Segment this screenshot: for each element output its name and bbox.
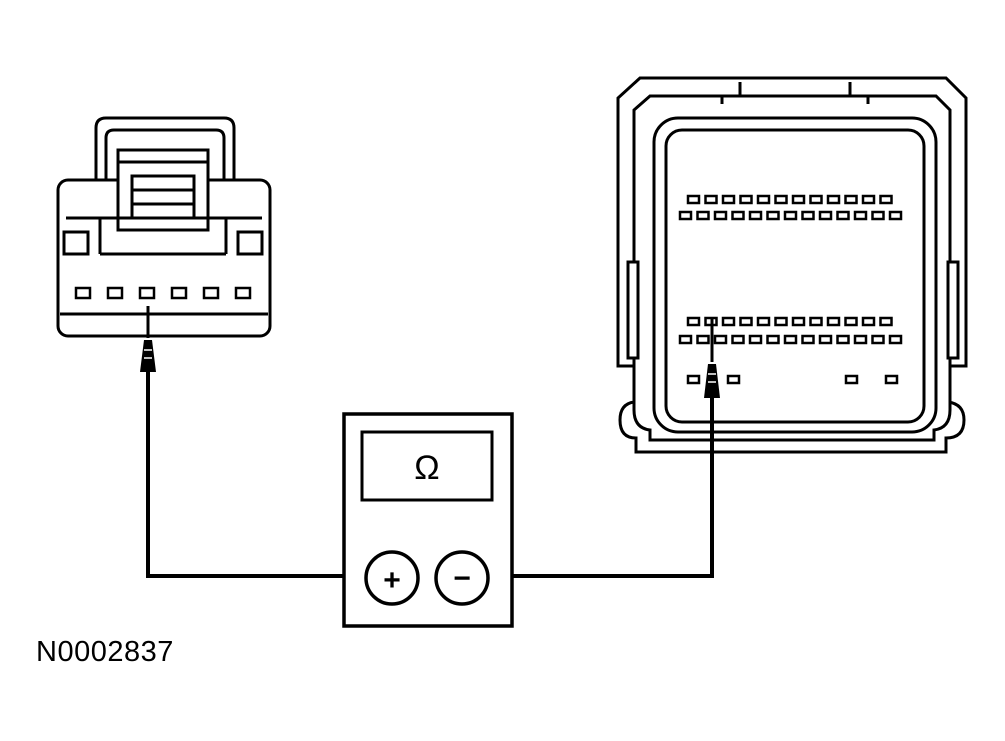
pin-row-2 <box>766 210 780 221</box>
left-connector <box>56 116 272 338</box>
figure-id: N0002837 <box>36 636 174 668</box>
pin-row-4 <box>766 334 780 345</box>
pin-row-1 <box>774 194 788 205</box>
pin-row-4 <box>836 334 850 345</box>
right-connector-pins <box>678 194 903 385</box>
pin-row-4 <box>678 334 693 345</box>
pin-row-5 <box>686 374 701 385</box>
pin-row-3 <box>879 316 893 327</box>
pin-row-2 <box>713 210 728 221</box>
pin-row-1 <box>704 194 718 205</box>
pin-row-2 <box>871 210 885 221</box>
pin-row-2 <box>748 210 763 221</box>
pin-row-3 <box>861 316 876 327</box>
pin-row-2 <box>888 210 903 221</box>
test-probe-icon <box>704 364 720 398</box>
pin-row-4 <box>748 334 763 345</box>
left-connector-pins <box>74 286 252 300</box>
pin-row-2 <box>731 210 745 221</box>
pin-row-4 <box>731 334 745 345</box>
test-leads <box>146 306 714 578</box>
pin-row-1 <box>809 194 823 205</box>
pin-row-3 <box>739 316 753 327</box>
pin-row-5 <box>844 374 859 385</box>
pin-row-4 <box>853 334 868 345</box>
pin-1 <box>74 286 92 300</box>
pin-row-3 <box>809 316 823 327</box>
pin-row-1 <box>826 194 841 205</box>
positive-terminal-label: + <box>383 564 401 597</box>
pin-3 <box>138 286 156 300</box>
pin-row-1 <box>879 194 893 205</box>
pin-row-4 <box>696 334 710 345</box>
pin-row-2 <box>678 210 693 221</box>
negative-terminal <box>434 550 490 606</box>
pin-row-3 <box>791 316 806 327</box>
pin-row-2 <box>853 210 868 221</box>
pin-5 <box>202 286 220 300</box>
positive-terminal <box>364 550 420 606</box>
pin-row-3 <box>756 316 771 327</box>
test-probe-icon <box>140 340 156 372</box>
pin-4 <box>170 286 188 300</box>
right-connector <box>616 76 968 454</box>
pin-row-2 <box>818 210 833 221</box>
pin-row-4 <box>713 334 728 345</box>
ohmmeter: Ω + − <box>342 412 514 628</box>
pin-row-1 <box>844 194 858 205</box>
pin-6 <box>234 286 252 300</box>
pin-row-2 <box>783 210 798 221</box>
meter-display-symbol: Ω <box>414 449 439 487</box>
pin-row-1 <box>861 194 876 205</box>
positive-lead <box>146 372 366 578</box>
pin-row-4 <box>818 334 833 345</box>
pin-row-3 <box>826 316 841 327</box>
pin-row-3 <box>686 316 701 327</box>
pin-row-3 <box>844 316 858 327</box>
pin-row-1 <box>756 194 771 205</box>
pin-row-1 <box>791 194 806 205</box>
pin-row-3 <box>721 316 736 327</box>
pin-2 <box>106 286 124 300</box>
pin-row-2 <box>801 210 815 221</box>
pin-row-5 <box>726 374 741 385</box>
pin-row-1 <box>721 194 736 205</box>
meter-display <box>360 430 494 502</box>
pin-row-5 <box>884 374 899 385</box>
negative-lead <box>488 398 714 578</box>
pin-row-4 <box>783 334 798 345</box>
negative-terminal-label: − <box>453 562 471 595</box>
pin-row-4 <box>801 334 815 345</box>
pin-row-4 <box>871 334 885 345</box>
pin-row-1 <box>686 194 701 205</box>
pin-row-3 <box>774 316 788 327</box>
pin-row-2 <box>696 210 710 221</box>
pin-row-4 <box>888 334 903 345</box>
pin-row-1 <box>739 194 753 205</box>
pin-row-2 <box>836 210 850 221</box>
